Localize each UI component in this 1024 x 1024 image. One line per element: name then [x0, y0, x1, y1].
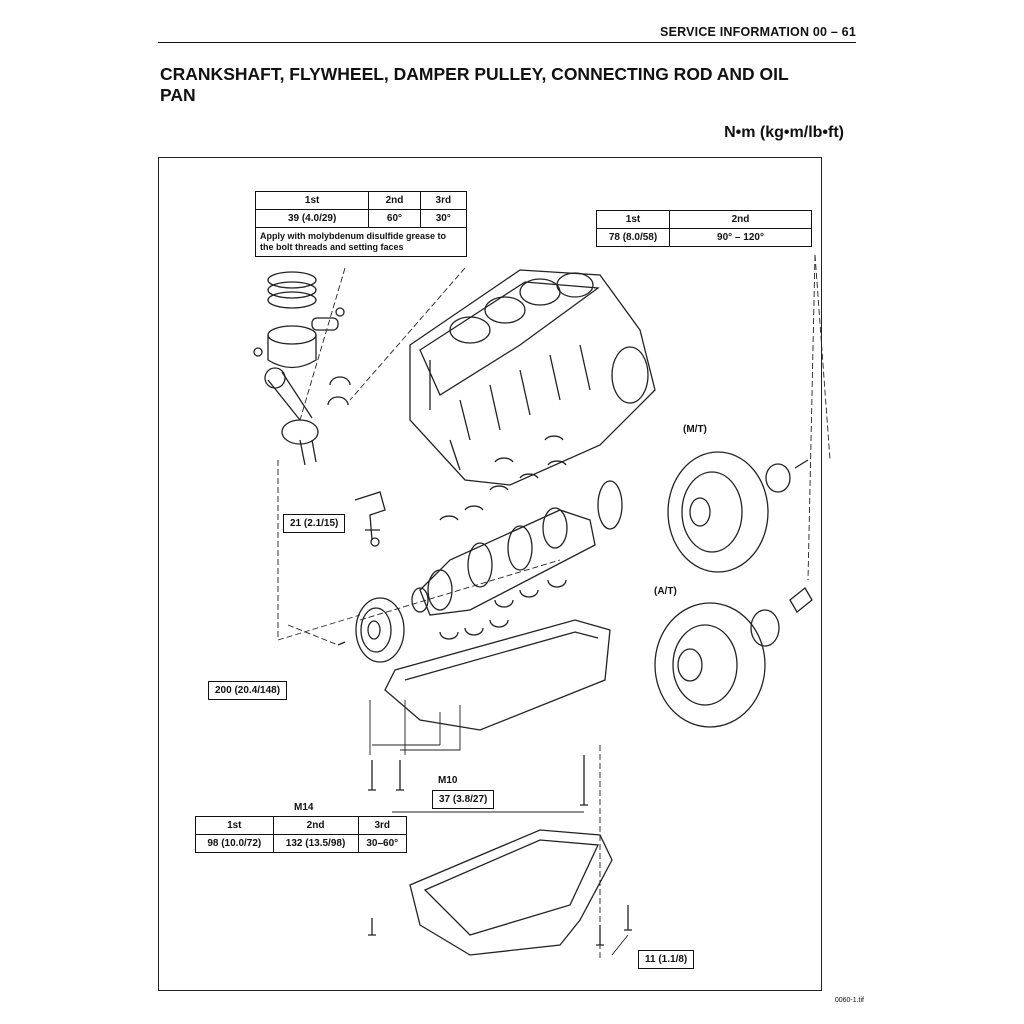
page-header: SERVICE INFORMATION 00 – 61	[158, 24, 856, 43]
conrod-value-2nd: 60°	[368, 209, 421, 228]
conrod-header-3rd: 3rd	[419, 191, 468, 210]
main-bearing-value-2nd: 132 (13.5/98)	[272, 834, 359, 853]
flywheel-header-2nd: 2nd	[669, 210, 812, 229]
flywheel-at	[654, 587, 813, 728]
conrod-header-1st: 1st	[254, 191, 370, 210]
cylinder-block	[409, 269, 656, 486]
main-bearing-value-1st: 98 (10.0/72)	[195, 834, 274, 853]
leader-lines	[277, 254, 831, 960]
bolts	[368, 755, 632, 946]
pulley-torque-box: 200 (20.4/148)	[208, 681, 288, 700]
main-bearing-header-3rd: 3rd	[357, 816, 408, 835]
main-bearing-torque-table: 1st 2nd 3rd 98 (10.0/72) 132 (13.5/98) 3…	[195, 816, 408, 853]
flywheel-value-1st: 78 (8.0/58)	[596, 228, 670, 247]
crankshaft	[411, 480, 623, 616]
conrod-torque-table: 1st 2nd 3rd 39 (4.0/29) 60° 30° Apply wi…	[254, 191, 468, 257]
torque-units: N•m (kg•m/lb•ft)	[724, 124, 844, 141]
bracket-part	[354, 491, 386, 547]
upper-bearings	[439, 435, 567, 521]
flywheel-header-1st: 1st	[596, 210, 670, 229]
m10-torque-box: 37 (3.8/27)	[432, 790, 495, 809]
lower-bearings	[439, 579, 567, 640]
piston-conrod-assembly	[253, 271, 351, 466]
oil-pan-torque-box: 11 (1.1/8)	[638, 950, 695, 969]
at-label: (A/T)	[654, 586, 677, 597]
conrod-value-3rd: 30°	[419, 209, 468, 228]
main-bearing-header-2nd: 2nd	[272, 816, 359, 835]
bracket-torque-box: 21 (2.1/15)	[283, 514, 346, 533]
oil-pan	[409, 829, 613, 956]
connector-lines	[369, 700, 629, 956]
conrod-value-1st: 39 (4.0/29)	[254, 209, 370, 228]
damper-pulley	[337, 597, 405, 663]
illustration-frame	[158, 157, 822, 991]
m14-label: M14	[294, 802, 314, 813]
main-bearing-header-1st: 1st	[195, 816, 274, 835]
page-title: CRANKSHAFT, FLYWHEEL, DAMPER PULLEY, CON…	[160, 64, 789, 105]
conrod-header-2nd: 2nd	[368, 191, 421, 210]
main-bearing-value-3rd: 30–60°	[357, 834, 408, 853]
flywheel-value-2nd: 90° – 120°	[669, 228, 812, 247]
flywheel-torque-table: 1st 2nd 78 (8.0/58) 90° – 120°	[596, 210, 812, 247]
m10-label: M10	[438, 775, 458, 786]
conrod-grease-note: Apply with molybdenum disulfide grease t…	[255, 227, 467, 257]
lower-crankcase	[384, 619, 611, 731]
figure-id: 0060-1.tif	[834, 997, 864, 1004]
mt-label: (M/T)	[683, 424, 707, 435]
section-page-number: SERVICE INFORMATION 00 – 61	[660, 25, 856, 39]
flywheel-mt	[667, 451, 809, 573]
